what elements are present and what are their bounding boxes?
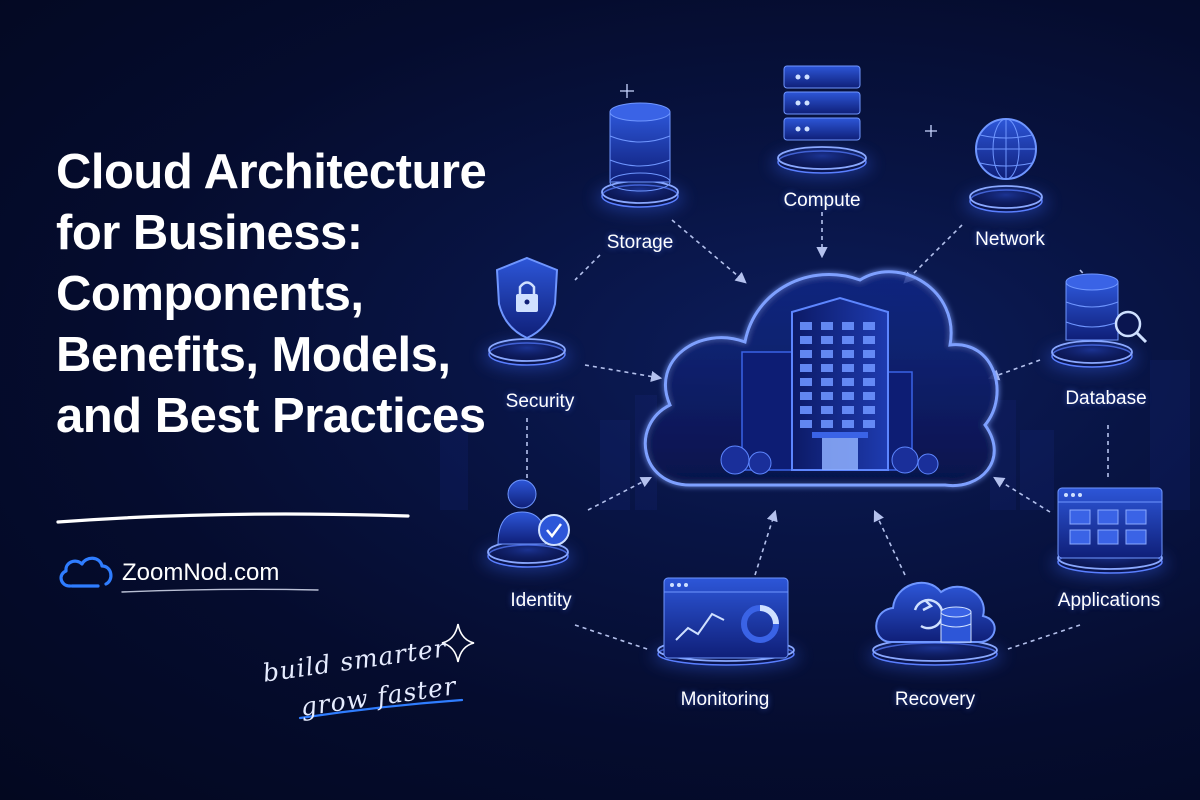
building-window (842, 322, 854, 330)
headline-line-4: Benefits, Models, (56, 328, 451, 382)
building-window (800, 378, 812, 386)
building-window (800, 336, 812, 344)
building-window (842, 364, 854, 372)
cloud-building-icon (643, 270, 999, 488)
building-window (863, 406, 875, 414)
building-window (821, 392, 833, 400)
node-label-recovery: Recovery (894, 689, 976, 710)
headline-line-5: and Best Practices (56, 389, 486, 443)
headline-line-1: Cloud Architecture (56, 145, 487, 199)
building-window (800, 392, 812, 400)
headline-line-2: for Business: (56, 206, 363, 260)
user-check-icon (482, 479, 574, 572)
building-window (800, 322, 812, 330)
building-window (842, 350, 854, 358)
app-window-icon (1052, 487, 1168, 578)
node-label-applications: Applications (1057, 590, 1161, 611)
database-search-icon (1046, 273, 1148, 372)
building-window (821, 378, 833, 386)
headline-underline (56, 512, 410, 524)
building-window (821, 350, 833, 358)
server-rack-icon (772, 65, 872, 178)
headline: Cloud Architecture for Business: Compone… (56, 142, 596, 447)
node-label-identity: Identity (510, 590, 572, 611)
node-label-monitoring: Monitoring (680, 689, 770, 710)
node-label-network: Network (975, 229, 1045, 250)
building-window (821, 322, 833, 330)
building-window (842, 406, 854, 414)
shield-lock-icon (483, 256, 571, 370)
sparkle-decorations (441, 84, 937, 663)
cloud-logo-icon (59, 556, 113, 588)
globe-icon (964, 118, 1048, 217)
building-window (821, 336, 833, 344)
building-window (863, 378, 875, 386)
tagline-underline (298, 698, 464, 720)
building-window (842, 392, 854, 400)
storage-cylinder-icon (596, 102, 684, 212)
building-window (863, 336, 875, 344)
building-window (821, 364, 833, 372)
building-window (863, 392, 875, 400)
building-window (842, 420, 854, 428)
building-window (842, 336, 854, 344)
building-window (800, 420, 812, 428)
building-window (800, 406, 812, 414)
building-window (842, 378, 854, 386)
building-window (863, 322, 875, 330)
building-window (800, 350, 812, 358)
building-window (863, 420, 875, 428)
building-window (821, 406, 833, 414)
monitoring-dashboard-icon (652, 577, 800, 670)
node-label-security: Security (505, 391, 575, 412)
node-label-database: Database (1065, 388, 1147, 409)
node-label-compute: Compute (783, 190, 861, 211)
headline-line-3: Components, (56, 267, 364, 321)
brand-underline (121, 588, 319, 593)
building-window (800, 364, 812, 372)
cloud-recovery-icon (867, 581, 1003, 670)
brand-name: ZoomNod.com (122, 559, 280, 586)
building-window (821, 420, 833, 428)
building-window (863, 364, 875, 372)
building-window (863, 350, 875, 358)
node-label-storage: Storage (606, 232, 674, 253)
nodes-layer (482, 65, 1168, 670)
